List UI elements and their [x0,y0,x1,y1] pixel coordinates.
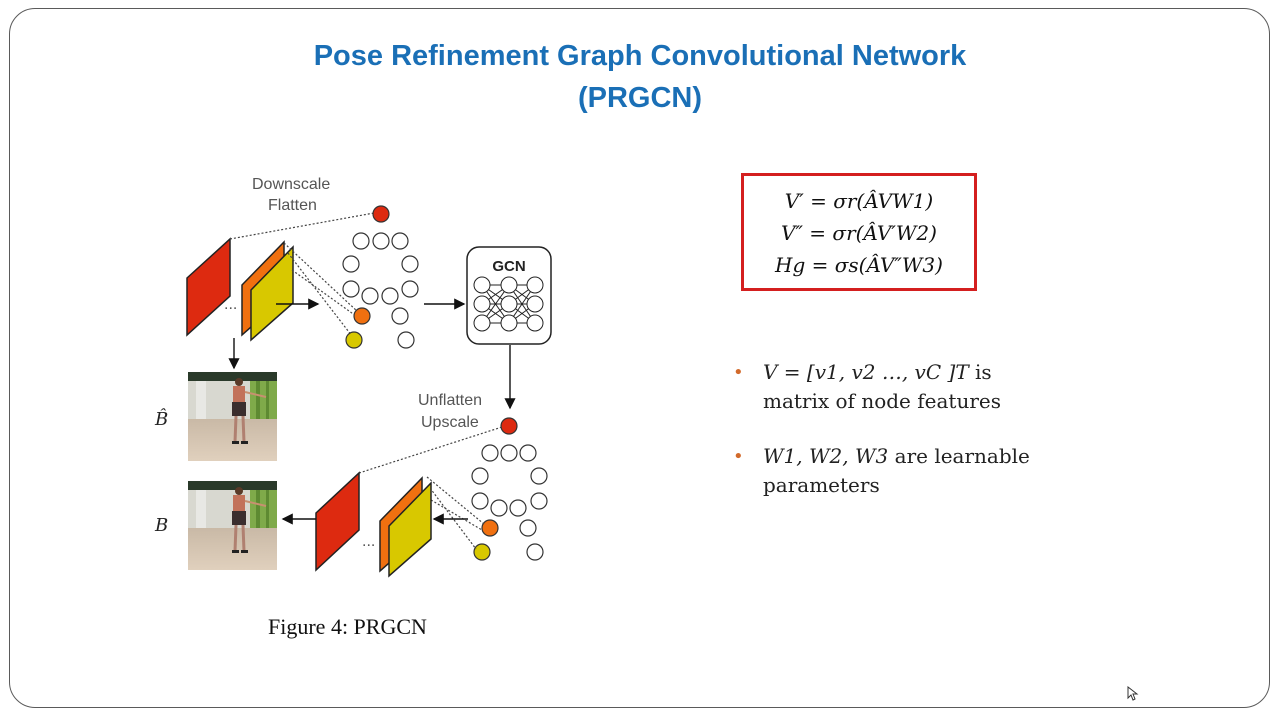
bullet-math: W1, W2, W3 [763,444,889,468]
equation-1: V′ = σr(ÂVW1) [784,189,934,213]
slide-frame [9,8,1270,708]
label-flatten: Flatten [268,197,317,214]
equation-2: V″ = σr(ÂV′W2) [781,221,937,245]
bullet-dot: • [733,446,744,467]
label-b: B [154,515,168,536]
bullet-text: is matrix of node features [763,360,1001,413]
ellipsis-bottom: ... [362,533,375,550]
ellipsis-top: ... [224,296,237,313]
bullet-dot: • [733,362,744,383]
projection-lines-bottom [358,426,503,550]
equation-box: V′ = σr(ÂVW1) V″ = σr(ÂV′W2) Hg = σs(ÂV″… [741,173,977,291]
b-image [188,481,277,570]
slide-title: Pose Refinement Graph Convolutional Netw… [313,40,967,72]
gcn-label: GCN [492,258,525,275]
bhat-image [188,372,277,461]
figure-caption: Figure 4: PRGCN [268,614,427,639]
node-set-bottom [471,417,548,561]
label-upscale: Upscale [421,414,479,431]
bullet-learnable-params: • W1, W2, W3 are learnable parameters [733,442,1053,500]
slide-title-abbrev: (PRGCN) [577,82,703,114]
bullet-text: are learnable parameters [763,444,1030,497]
gcn-network [473,276,544,332]
feature-map-yellow-top [250,245,294,342]
equation-3: Hg = σs(ÂV″W3) [775,253,943,277]
bullet-math: V = [v1, v2 …, vC ]T [763,360,969,384]
label-unflatten: Unflatten [418,392,482,409]
label-downscale: Downscale [252,176,330,193]
feature-map-red-top [186,237,231,337]
label-bhat: B̂ [154,408,168,430]
bullet-node-features: • V = [v1, v2 …, vC ]T is matrix of node… [733,358,1053,416]
projection-lines-top [229,212,375,337]
feature-map-yellow-bottom [388,481,432,578]
feature-map-red-bottom [315,471,360,572]
mouse-cursor-icon [1127,686,1139,701]
node-set-top [342,205,419,349]
